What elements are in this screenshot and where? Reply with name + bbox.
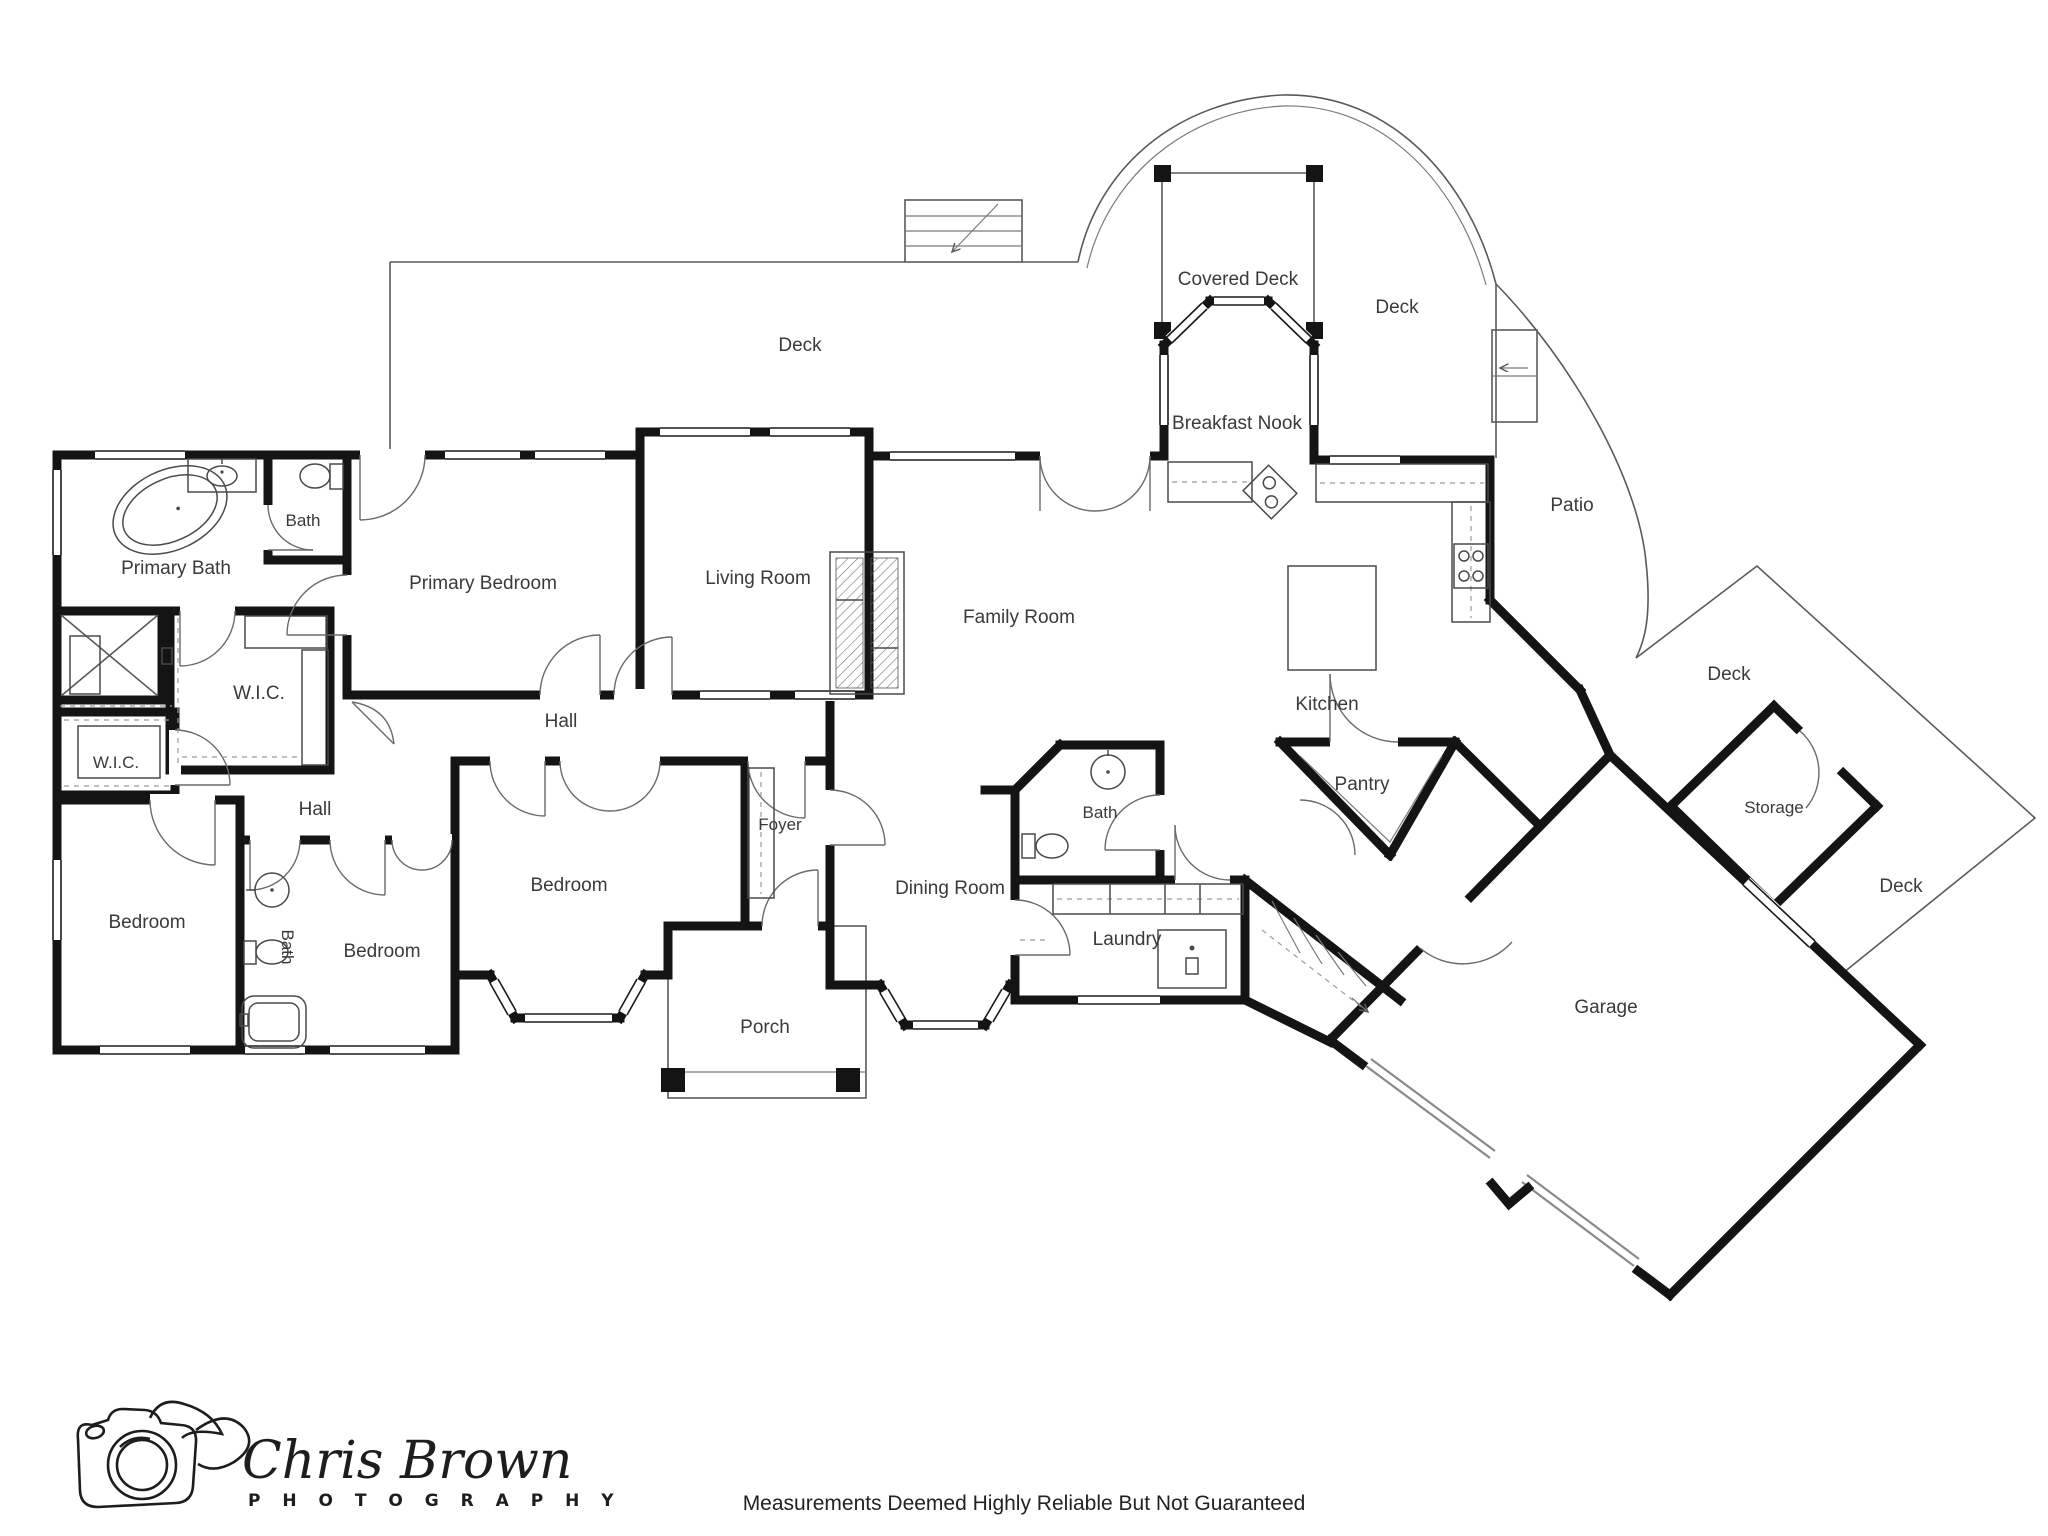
- window-column: [51, 355, 1320, 940]
- room-label-hall-upper: Hall: [545, 711, 578, 732]
- wic-small-shelves: [64, 719, 170, 787]
- soaking-tub: [112, 465, 228, 555]
- photographer-logo: Chris Brown P H O T O G R A P H Y: [76, 1400, 622, 1511]
- room-label-primary-bath: Primary Bath: [121, 558, 231, 579]
- porch-outline: [661, 925, 867, 1099]
- deck-stairs: [904, 199, 1023, 263]
- deck-storage-box: [1491, 329, 1538, 423]
- camera-icon: [76, 1400, 251, 1509]
- hall-bath-fixtures: [239, 872, 307, 1049]
- room-label-deck-right: Deck: [1707, 664, 1751, 685]
- doors: [149, 454, 1820, 965]
- room-label-kitchen: Kitchen: [1295, 694, 1358, 715]
- room-label-bath-rotated: Bath: [278, 930, 297, 965]
- room-labels: Deck Covered Deck Deck Breakfast Nook Pa…: [93, 269, 1923, 1038]
- room-label-dining-room: Dining Room: [895, 878, 1005, 899]
- room-label-bedroom-3: Bedroom: [530, 875, 607, 896]
- logo-name: Chris Brown: [242, 1431, 572, 1491]
- toilet-primary: [299, 463, 344, 490]
- kitchen-island: [1287, 565, 1377, 671]
- room-label-hall-lower: Hall: [299, 799, 332, 820]
- center-bath-fixtures: [1021, 750, 1126, 859]
- room-label-family-room: Family Room: [963, 607, 1075, 628]
- room-label-foyer: Foyer: [758, 815, 802, 834]
- fixtures: [60, 458, 1491, 1049]
- laundry-cabinets: [1020, 883, 1244, 989]
- room-label-patio: Patio: [1550, 495, 1593, 516]
- room-label-living-room: Living Room: [705, 568, 811, 589]
- room-label-bedroom-1: Bedroom: [108, 912, 185, 933]
- garage-stairs: [1261, 900, 1368, 1012]
- room-label-deck-lower-right: Deck: [1879, 876, 1923, 897]
- room-label-storage: Storage: [1744, 798, 1804, 817]
- room-label-wic-small: W.I.C.: [93, 753, 139, 772]
- shower: [60, 614, 173, 697]
- room-label-primary-bedroom: Primary Bedroom: [409, 573, 557, 594]
- room-label-wic-large: W.I.C.: [233, 683, 285, 704]
- room-label-bath-center: Bath: [1083, 803, 1118, 822]
- vanity-sink: [187, 458, 257, 493]
- pantry-shelves: [1299, 755, 1443, 843]
- room-label-porch: Porch: [740, 1017, 790, 1038]
- deck-outlines: [389, 94, 2037, 1099]
- window-row: [95, 295, 1400, 1056]
- room-label-deck-upper-right: Deck: [1375, 297, 1419, 318]
- door-gaps: [150, 295, 1845, 955]
- wic-shelves: [177, 615, 329, 766]
- room-label-breakfast-nook: Breakfast Nook: [1172, 413, 1302, 434]
- room-label-laundry: Laundry: [1093, 929, 1162, 950]
- fireplace: [829, 551, 905, 695]
- foyer-closet: [747, 767, 775, 899]
- room-label-garage: Garage: [1574, 997, 1637, 1018]
- room-label-pantry: Pantry: [1335, 774, 1390, 795]
- windows: [51, 295, 1817, 1056]
- disclaimer-text: Measurements Deemed Highly Reliable But …: [743, 1492, 1306, 1515]
- room-label-deck-top: Deck: [778, 335, 822, 356]
- covered-deck-frame: [1154, 165, 1323, 339]
- kitchen-counters: [1167, 461, 1491, 623]
- window-diagonal: [488, 301, 1817, 1024]
- room-label-bedroom-2: Bedroom: [343, 941, 420, 962]
- room-label-bath-primary-wc: Bath: [286, 511, 321, 530]
- logo-subtitle: P H O T O G R A P H Y: [248, 1491, 622, 1511]
- room-label-covered-deck: Covered Deck: [1178, 269, 1299, 290]
